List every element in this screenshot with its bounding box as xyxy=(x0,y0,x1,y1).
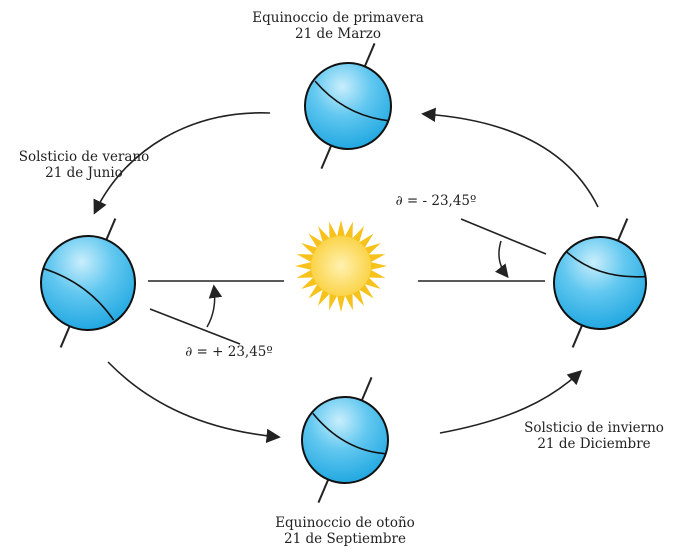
tilt-line-winter xyxy=(460,218,547,255)
label-spring-title: Equinoccio de primavera xyxy=(252,10,424,26)
angle-label-winter: ∂ = - 23,45º xyxy=(396,193,477,209)
orbit-arrow-autumn-to-winter xyxy=(439,370,583,434)
sun-icon xyxy=(295,220,387,312)
label-spring-date: 21 de Marzo xyxy=(295,26,381,42)
label-winter-title: Solsticio de invierno xyxy=(524,420,664,436)
label-winter-date: 21 de Diciembre xyxy=(537,436,650,452)
angle-arc-winter xyxy=(494,240,509,279)
angle-label-summer: ∂ = + 23,45º xyxy=(185,344,272,360)
earth-spring-icon xyxy=(304,43,392,169)
label-autumn-title: Equinoccio de otoño xyxy=(275,515,415,531)
earth-autumn-icon xyxy=(301,377,389,503)
earth-summer-icon xyxy=(39,218,136,348)
orbit-arrow-summer-to-autumn xyxy=(107,361,281,444)
label-summer-date: 21 de Junio xyxy=(45,165,123,181)
tilt-line-summer xyxy=(149,308,241,345)
label-autumn-date: 21 de Septiembre xyxy=(284,531,406,547)
angle-arc-summer xyxy=(206,284,223,328)
label-summer-title: Solsticio de verano xyxy=(19,149,150,165)
orbit-arrow-winter-to-spring xyxy=(421,107,599,208)
earth-winter-icon xyxy=(553,218,647,348)
orbit-arrow-spring-to-summer xyxy=(93,112,271,215)
